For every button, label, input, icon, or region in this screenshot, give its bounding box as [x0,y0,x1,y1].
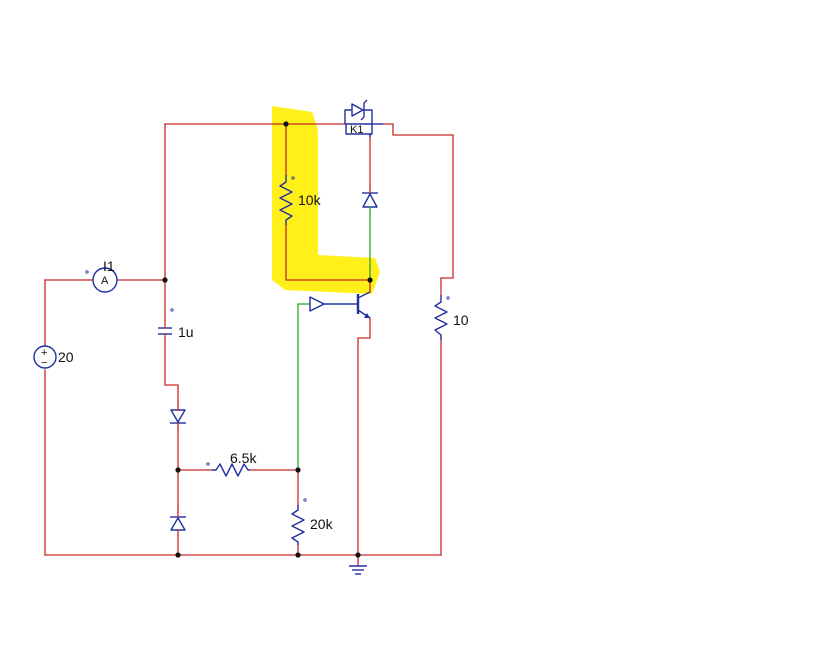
resistor-load-pin-marker [446,296,450,300]
ammeter-name: I1 [103,258,115,274]
transistor-emitter-arrow [364,313,370,318]
resistor-load-value: 10 [453,312,469,328]
ammeter[interactable]: A I1 [85,258,118,293]
relay-diode-cathode-tail [363,99,368,104]
ground-symbol[interactable] [349,565,367,575]
wire-green-base [297,303,311,471]
ammeter-symbol: A [101,275,109,287]
highlight-mark [272,106,380,294]
diode-upper-triangle [170,409,186,423]
resistor-load[interactable]: 10 [434,295,469,340]
source-minus: − [41,357,47,369]
relay-diode-right-lead [364,109,373,124]
resistor-20k-pin-marker [303,498,307,502]
diode-flyback[interactable] [362,189,378,211]
resistor-6-5k-value: 6.5k [230,450,257,466]
node-bottom-ground [355,552,361,558]
diode-flyback-triangle [362,193,378,208]
node-diode-mid [175,467,181,473]
resistor-6-5k[interactable]: 6.5k [206,450,258,477]
ammeter-pin-marker [85,270,89,274]
resistor-10k-zigzag [279,175,293,225]
buffer-gate[interactable] [309,296,350,312]
resistor-10k[interactable]: 10k [279,175,322,225]
diode-lower-triangle [170,517,186,531]
resistor-6-5k-pin-marker [206,462,210,466]
resistor-20k-zigzag [291,505,305,545]
node-bottom-20k [295,552,301,558]
wire-emitter [357,317,371,556]
transistor-collector [357,291,371,299]
source-value: 20 [58,349,74,365]
node-10k-bottom [367,277,373,283]
relay-switch[interactable]: K1 [344,99,383,137]
resistor-load-zigzag [434,295,448,340]
relay-label: K1 [350,124,363,136]
resistor-10k-pin-marker [291,176,295,180]
relay-diode-cathode-tail-2 [360,116,365,121]
resistor-20k[interactable]: 20k [291,498,334,545]
wire-cap-bottom [164,339,179,406]
npn-transistor[interactable] [350,291,371,319]
wire-top-right [382,123,454,296]
node-bottom-diode [175,552,181,558]
junctions [162,121,373,558]
resistor-6-5k-zigzag [212,463,250,477]
capacitor-value: 1u [178,324,194,340]
relay-contact-box [345,123,373,135]
source-plus: + [41,347,47,359]
node-65k-20k [295,467,301,473]
wire-10k-bottom [285,224,371,281]
ammeter-body [92,267,118,293]
voltage-source[interactable]: + − 20 [33,345,74,369]
diode-upper[interactable] [170,404,186,429]
relay-diode-triangle [351,103,364,117]
wires [44,123,454,567]
diode-lower[interactable] [170,509,186,536]
resistor-10k-value: 10k [298,192,322,208]
capacitor-pin-marker [170,308,174,312]
source-body [33,345,57,369]
node-top-10k [283,121,289,127]
capacitor[interactable]: 1u [158,308,194,341]
node-left-mid [162,277,168,283]
relay-diode-left-lead [344,109,352,124]
buffer-triangle [309,296,325,312]
resistor-20k-value: 20k [310,516,334,532]
